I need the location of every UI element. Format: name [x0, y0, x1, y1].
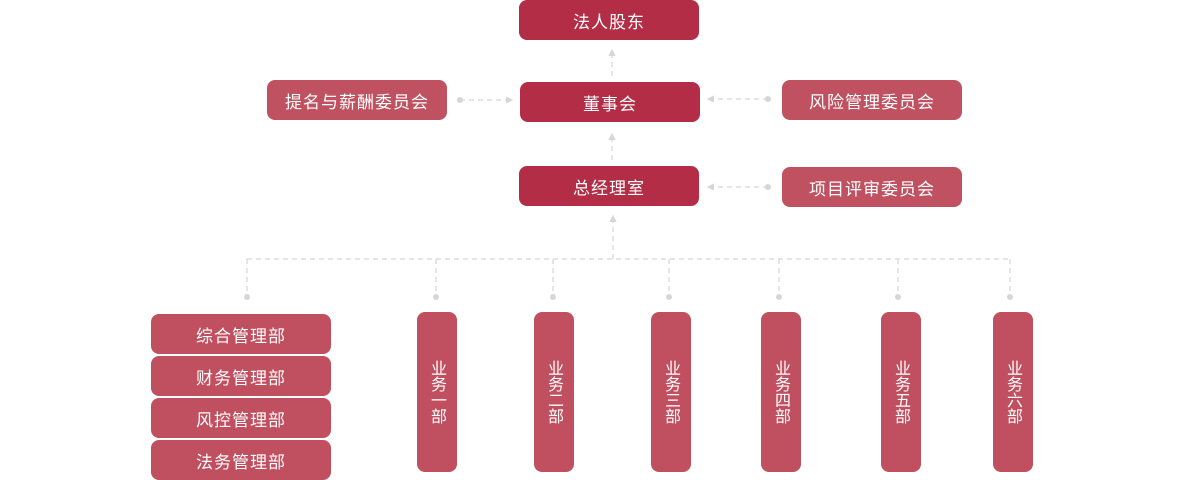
node-project-committee: 项目评审委员会: [782, 167, 962, 207]
business-department-label: 业务六部: [1004, 360, 1023, 424]
node-admin-department: 风控管理部: [151, 398, 331, 438]
node-gm-office: 总经理室: [519, 166, 699, 206]
connector-dot-biz4: [776, 294, 782, 300]
connector-dot-nomination: [457, 97, 463, 103]
node-board: 董事会: [520, 82, 700, 122]
node-admin-department: 财务管理部: [151, 356, 331, 396]
business-department-label: 业务二部: [545, 360, 564, 424]
connector-dot-biz5: [895, 294, 901, 300]
business-department-label: 业务一部: [428, 360, 447, 424]
connector-dot-admin: [244, 294, 250, 300]
connector-dot-project: [765, 184, 771, 190]
node-business-department: 业务一部: [417, 312, 457, 472]
node-admin-department: 法务管理部: [151, 440, 331, 480]
node-risk-committee: 风险管理委员会: [782, 80, 962, 120]
node-business-department: 业务五部: [881, 312, 921, 472]
business-department-label: 业务四部: [772, 360, 791, 424]
connector-dot-risk: [765, 96, 771, 102]
connector-dot-biz2: [550, 294, 556, 300]
business-department-label: 业务三部: [662, 360, 681, 424]
node-shareholder: 法人股东: [519, 0, 699, 40]
business-department-label: 业务五部: [892, 360, 911, 424]
connector-dot-biz6: [1007, 294, 1013, 300]
node-nomination-committee: 提名与薪酬委员会: [267, 80, 447, 120]
node-business-department: 业务六部: [993, 312, 1033, 472]
connector-dot-biz3: [666, 294, 672, 300]
connector-dot-biz1: [433, 294, 439, 300]
node-business-department: 业务二部: [534, 312, 574, 472]
node-business-department: 业务三部: [651, 312, 691, 472]
node-business-department: 业务四部: [761, 312, 801, 472]
node-admin-department: 综合管理部: [151, 314, 331, 354]
